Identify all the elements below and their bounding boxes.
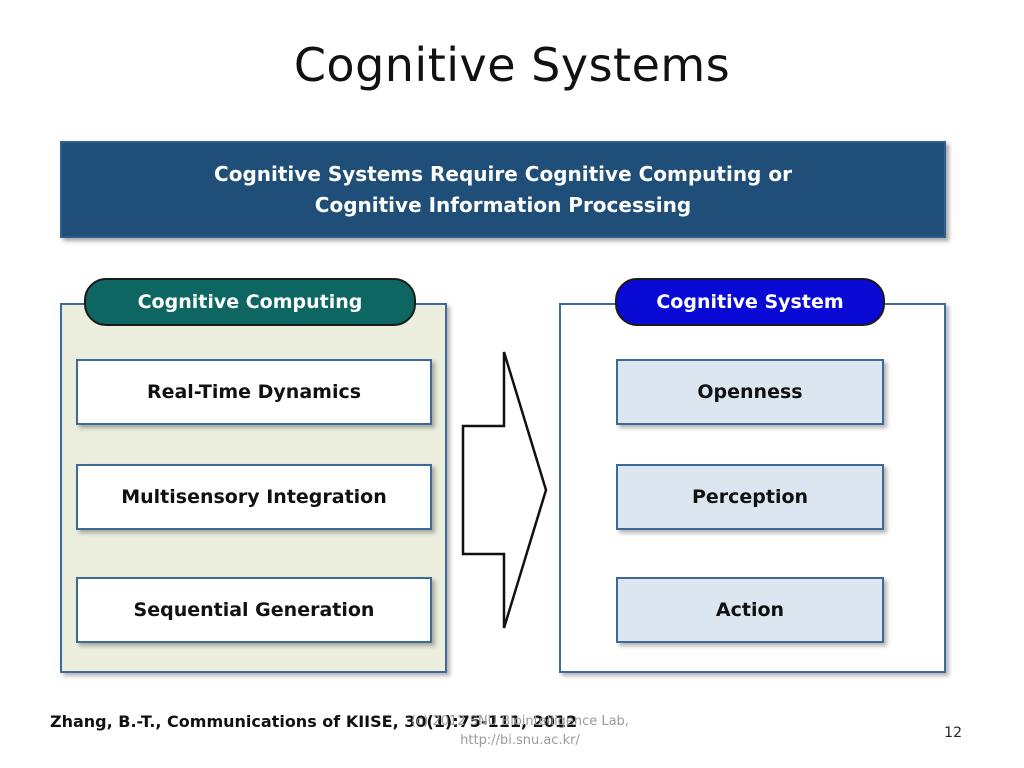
footer-line-1: (c) 2012 SNU Biointelligence Lab, — [411, 714, 629, 729]
item-real-time-dynamics: Real-Time Dynamics — [76, 359, 432, 425]
item-multisensory-integration: Multisensory Integration — [76, 464, 432, 530]
banner-box: Cognitive Systems Require Cognitive Comp… — [60, 141, 946, 238]
footer-line-2: http://bi.snu.ac.kr/ — [460, 733, 580, 748]
citation: Zhang, B.-T., Communications of KIISE, 3… — [50, 712, 578, 731]
item-sequential-generation: Sequential Generation — [76, 577, 432, 643]
right-arrow-icon — [461, 351, 548, 629]
cognitive-system-header: Cognitive System — [615, 278, 885, 326]
banner-line-2: Cognitive Information Processing — [314, 192, 692, 217]
footer-copyright: (c) 2012 SNU Biointelligence Lab, http:/… — [330, 712, 710, 750]
item-perception: Perception — [616, 464, 884, 530]
banner-text: Cognitive Systems Require Cognitive Comp… — [214, 159, 792, 221]
item-action: Action — [616, 577, 884, 643]
page-number: 12 — [944, 725, 962, 741]
slide-title: Cognitive Systems — [293, 38, 731, 92]
banner-line-1: Cognitive Systems Require Cognitive Comp… — [214, 161, 792, 186]
item-openness: Openness — [616, 359, 884, 425]
cognitive-computing-header: Cognitive Computing — [84, 278, 416, 326]
